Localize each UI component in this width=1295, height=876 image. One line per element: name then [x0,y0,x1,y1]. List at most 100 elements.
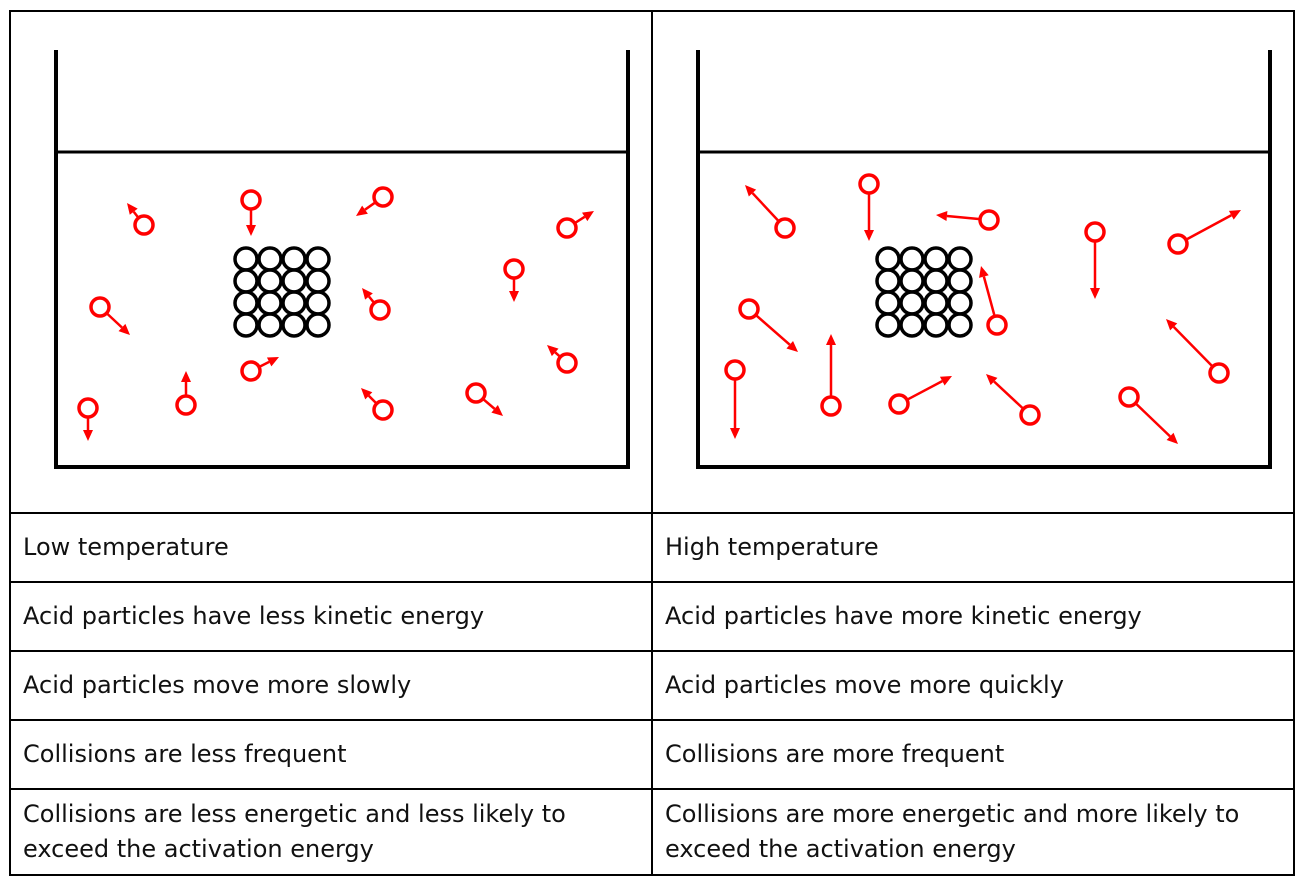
motion-arrow [751,192,780,223]
acid-particle [986,374,1041,426]
arrow-head [509,291,519,302]
high-collision-frequency-text: Collisions are more frequent [651,719,1295,790]
solid-particle [281,268,307,294]
motion-arrow [482,397,496,410]
acid-particle [127,203,155,236]
high-collision-energy-text: Collisions are more energetic and more l… [651,788,1295,876]
arrow-head [939,376,952,386]
low-temperature-beaker [54,50,630,469]
acid-particle-circle [978,209,1000,231]
acid-particle [745,185,796,239]
low-collision-energy-text: Collisions are less energetic and less l… [9,788,653,876]
acid-particle-circle [556,217,578,239]
solid-particle [923,290,949,316]
acid-particle-circle [89,296,111,318]
arrow-head [266,357,279,367]
solid-particle [305,290,331,316]
arrow-head [826,334,836,345]
arrow-head [1228,210,1241,220]
low-temperature-solid-block [233,246,331,338]
acid-particle-circle [1208,362,1230,384]
acid-particle [1166,319,1230,384]
high-temperature-label: High temperature [651,512,1295,583]
acid-particle [361,388,394,421]
acid-particle [979,266,1008,336]
arrow-head [979,266,989,278]
low-temperature-label: Low temperature [9,512,653,583]
solid-particle [281,246,307,272]
acid-particle-circle [503,258,525,280]
acid-particle-circle [372,399,394,421]
high-temperature-beaker [696,50,1272,469]
solid-particle [875,268,901,294]
acid-particle-circle [888,393,910,415]
acid-particle [240,189,262,236]
solid-particle [281,290,307,316]
arrow-head [356,205,368,216]
solid-particle [257,268,283,294]
arrow-head [127,203,138,215]
arrow-head [986,374,998,386]
arrow-head [936,211,948,222]
arrow-head [118,323,130,335]
arrow-head [1166,319,1178,331]
solid-particle [899,290,925,316]
solid-particle [875,290,901,316]
acid-particle-circle [133,214,155,236]
low-kinetic-energy-text: Acid particles have less kinetic energy [9,581,653,652]
arrow-head [547,345,559,357]
beaker-outline [696,50,1272,469]
arrow-head [1090,288,1100,299]
beaker-outline [54,50,630,469]
acid-particle-circle [986,314,1008,336]
high-speed-text: Acid particles move more quickly [651,650,1295,721]
acid-particle [820,334,842,417]
solid-particle [281,312,307,338]
solid-particle [875,246,901,272]
motion-arrow [1172,325,1214,368]
solid-particle [923,312,949,338]
solid-particle [305,312,331,338]
acid-particle-circle [1118,386,1140,408]
motion-arrow [258,360,270,369]
motion-arrow [982,276,996,317]
solid-particle [233,290,259,316]
arrow-head [491,405,503,416]
arrow-head [361,388,373,400]
solid-particle [947,312,973,338]
arrow-head [1166,432,1178,444]
acid-particle-circle [820,395,842,417]
acid-particle-circle [774,217,796,239]
arrow-head [745,185,757,197]
acid-particle-circle [1084,221,1106,243]
acid-particle-circle [738,298,760,320]
arrow-head [864,230,874,241]
acid-particle-circle [556,352,578,374]
solid-particle [305,268,331,294]
solid-particle [257,246,283,272]
arrow-head [246,225,256,236]
solid-particle [233,312,259,338]
solid-particle [875,312,901,338]
solid-particle [923,246,949,272]
acid-particle [362,288,391,321]
acid-particle-circle [369,299,391,321]
arrow-head [181,371,191,382]
solid-particle [257,312,283,338]
low-collision-frequency-text: Collisions are less frequent [9,719,653,790]
acid-particle [465,382,503,416]
acid-particle-circle [724,359,746,381]
low-temperature-beaker-diagram [54,50,630,469]
high-temperature-solid-block [875,246,973,338]
high-temperature-beaker-diagram [696,50,1272,469]
acid-particle [1118,386,1178,444]
acid-particle [738,298,798,352]
solid-particle [899,312,925,338]
acid-particle-circle [1019,404,1041,426]
low-speed-text: Acid particles move more slowly [9,650,653,721]
acid-particle-circle [1167,233,1189,255]
acid-particle [1084,221,1106,299]
high-kinetic-energy-text: Acid particles have more kinetic energy [651,581,1295,652]
arrow-head [362,288,373,300]
motion-arrow [1185,214,1232,241]
